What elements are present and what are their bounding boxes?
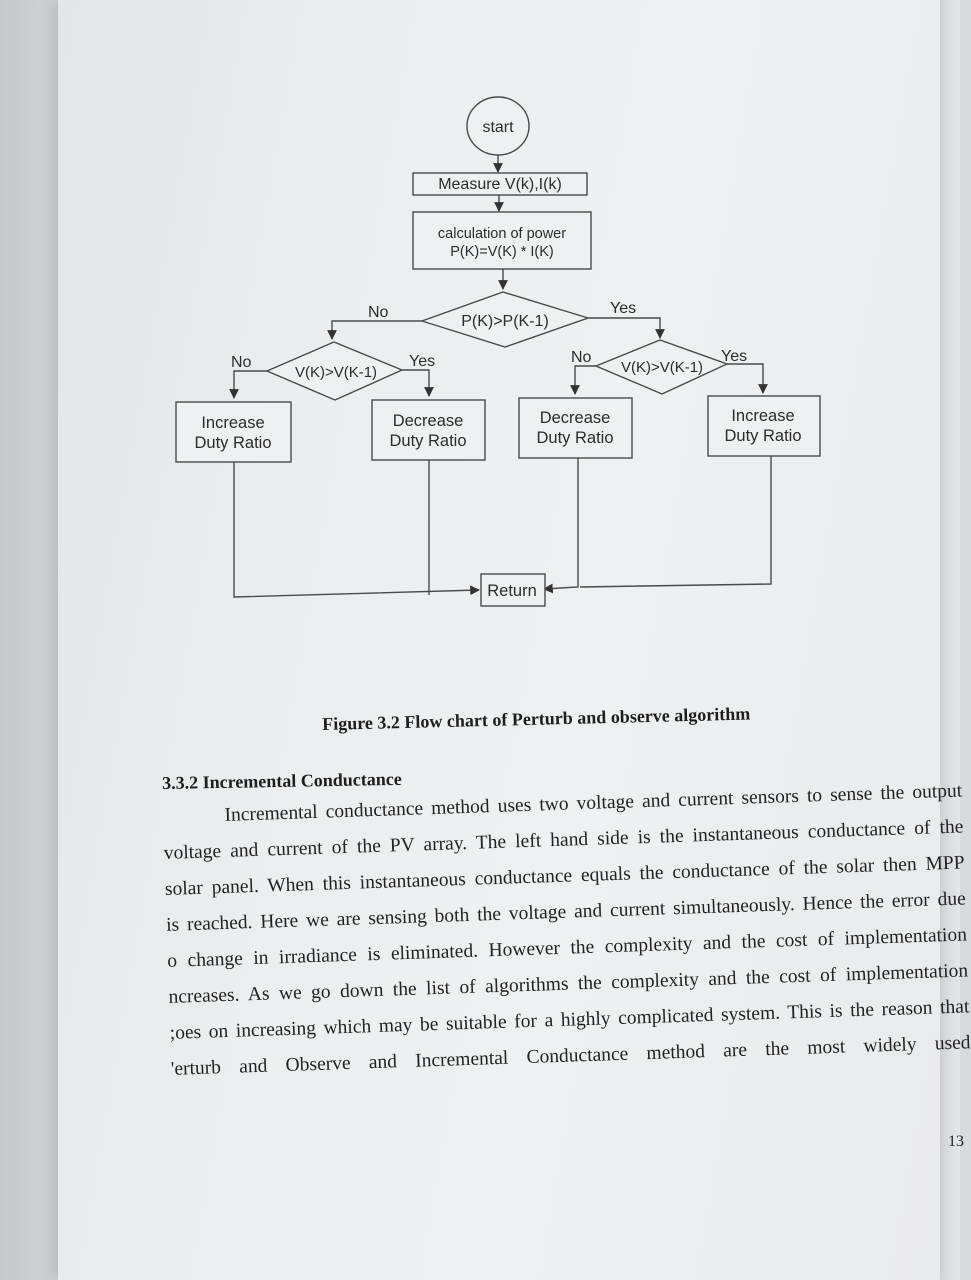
decision-left-label: V(K)>V(K-1) bbox=[295, 364, 377, 381]
yes-label-right: Yes bbox=[721, 348, 747, 365]
increase-duty-box-right bbox=[707, 395, 821, 457]
box2-line2: Duty Ratio bbox=[389, 432, 466, 450]
box1-line2: Duty Ratio bbox=[194, 434, 271, 452]
start-label: start bbox=[482, 119, 514, 136]
body-paragraph: Incremental conductance method uses two … bbox=[162, 773, 971, 1087]
box3-line2: Duty Ratio bbox=[536, 429, 613, 447]
decrease-duty-box-left bbox=[371, 399, 486, 461]
measure-label: Measure V(k),I(k) bbox=[438, 176, 562, 193]
decrease-duty-box-right bbox=[518, 397, 633, 459]
box4-line2: Duty Ratio bbox=[724, 427, 801, 445]
document-page: start Measure V(k),I(k) calculation of p… bbox=[58, 0, 971, 1280]
box1-line1: Increase bbox=[201, 414, 264, 432]
figure-caption: Figure 3.2 Flow chart of Perturb and obs… bbox=[322, 703, 751, 734]
measure-box bbox=[412, 172, 588, 196]
decision-right-label: V(K)>V(K-1) bbox=[621, 359, 703, 376]
calc-label-line1: calculation of power bbox=[438, 226, 566, 242]
increase-duty-box-left bbox=[175, 401, 292, 463]
decision-main-label: P(K)>P(K-1) bbox=[461, 313, 549, 330]
box4-line1: Increase bbox=[731, 407, 794, 425]
desk-background-right bbox=[936, 0, 960, 1280]
no-label-right: No bbox=[571, 349, 592, 366]
return-label: Return bbox=[487, 582, 537, 600]
calculation-box bbox=[412, 211, 592, 270]
section-heading: 3.3.2 Incremental Conductance bbox=[162, 768, 402, 793]
return-box bbox=[480, 573, 546, 607]
page-number: 13 bbox=[948, 1133, 964, 1150]
box3-line1: Decrease bbox=[540, 409, 611, 427]
yes-label-main: Yes bbox=[610, 300, 636, 317]
calc-label-line2: P(K)=V(K) * I(K) bbox=[450, 244, 554, 260]
yes-label-left: Yes bbox=[409, 353, 435, 370]
no-label-left: No bbox=[231, 354, 252, 371]
no-label-main: No bbox=[368, 304, 389, 321]
box2-line1: Decrease bbox=[393, 412, 464, 430]
perturb-observe-flowchart: start Measure V(k),I(k) calculation of p… bbox=[175, 96, 821, 607]
